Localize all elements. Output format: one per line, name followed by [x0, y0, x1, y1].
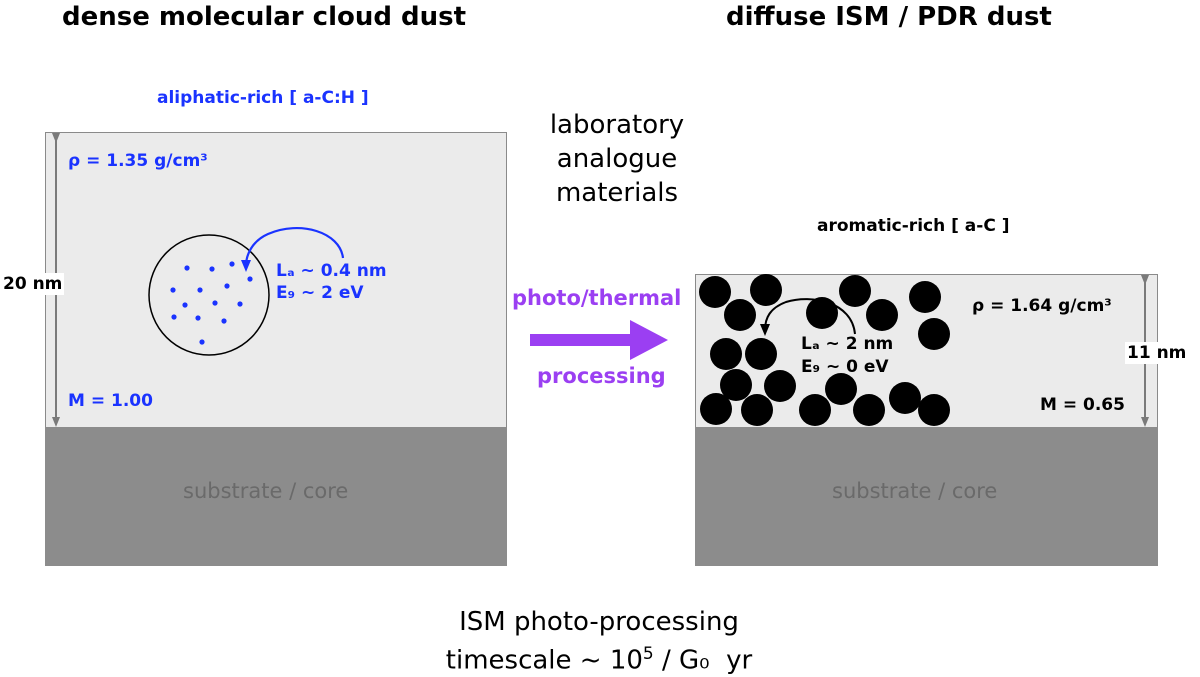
left-material-label: aliphatic-rich [ a-C:H ]: [157, 88, 369, 108]
left-density: ρ = 1.35 g/cm³: [68, 151, 208, 171]
right-thickness-label: 11 nm: [1125, 342, 1189, 364]
left-band-gap: E₉ ~ 2 eV: [276, 283, 364, 303]
timescale-line2: timescale ~ 105 / G₀ yr: [445, 644, 753, 676]
timescale-text: ISM photo-processing timescale ~ 105 / G…: [399, 606, 799, 677]
process-label-bottom: processing: [537, 364, 666, 388]
process-label-top: photo/thermal: [512, 286, 682, 310]
left-core-label: substrate / core: [183, 479, 349, 503]
right-substrate-core: [695, 427, 1158, 566]
left-mantle-layer: [45, 132, 507, 428]
timescale-line1: ISM photo-processing: [459, 607, 739, 637]
left-thickness-label: 20 nm: [1, 273, 65, 295]
left-curved-arrow: [241, 227, 345, 272]
right-curved-arrow: [760, 298, 856, 336]
right-density: ρ = 1.64 g/cm³: [972, 296, 1112, 316]
left-zoom-circle: [148, 234, 270, 356]
right-material-label: aromatic-rich [ a-C ]: [817, 216, 1010, 236]
left-title: dense molecular cloud dust: [62, 2, 467, 32]
processing-arrow-head: [630, 320, 668, 360]
right-mass: M = 0.65: [1040, 395, 1125, 415]
right-title: diffuse ISM / PDR dust: [726, 2, 1052, 32]
right-core-label: substrate / core: [832, 479, 998, 503]
left-crystallite-size: Lₐ ~ 0.4 nm: [276, 261, 387, 281]
aromatic-grains: [699, 274, 950, 426]
left-mass: M = 1.00: [68, 391, 153, 411]
right-crystallite-size: Lₐ ~ 2 nm: [801, 334, 894, 354]
left-substrate-core: [45, 427, 507, 566]
lab-analogue-text: laboratory analogue materials: [549, 110, 685, 208]
aliphatic-dots: [170, 261, 253, 345]
right-band-gap: E₉ ~ 0 eV: [801, 357, 889, 377]
